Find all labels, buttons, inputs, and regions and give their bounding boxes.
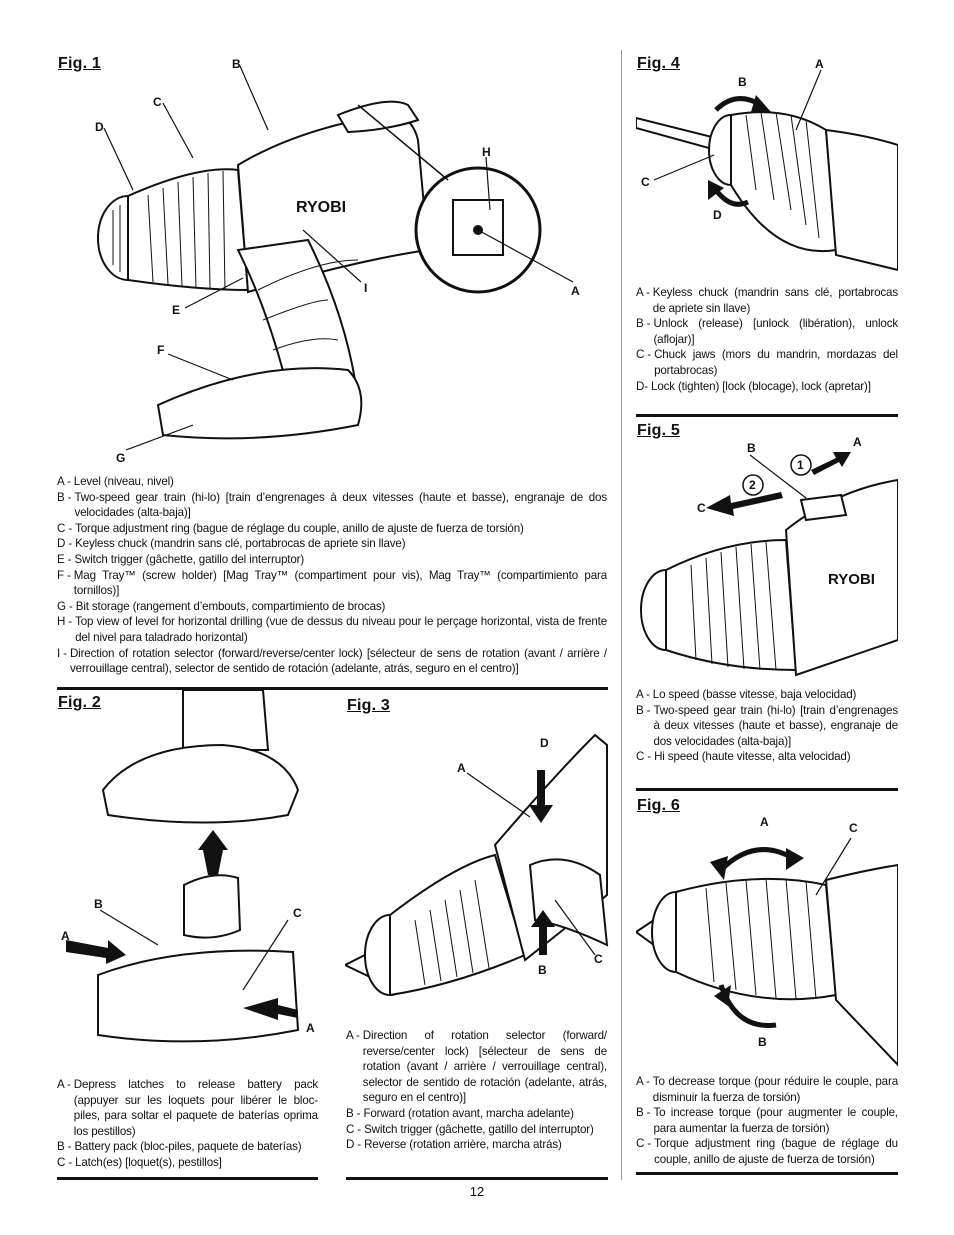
legend-item: E - Switch trigger (gâchette, gatillo de… xyxy=(57,552,305,566)
fig2-title: Fig. 2 xyxy=(58,694,101,711)
fig4-chuck-illustration xyxy=(636,69,898,272)
fig5-callout-a: A xyxy=(853,435,862,449)
fig1-callout-d: D xyxy=(95,120,104,134)
fig1-callout-i: I xyxy=(364,281,368,295)
fig5-callout-b: B xyxy=(747,441,756,455)
legend-item: A - Keyless chuck (mandrin sans clé, por… xyxy=(636,286,898,315)
fig5-legend: A - Lo speed (basse vitesse, baja veloci… xyxy=(636,687,898,765)
fig2-legend: A - Depress latches to release battery p… xyxy=(57,1077,318,1171)
legend-item: D - Keyless chuck (mandrin sans clé, por… xyxy=(57,537,406,551)
fig3-callout-b: B xyxy=(538,963,547,977)
fig5-divider xyxy=(636,788,898,791)
fig5-drill-illustration: RYOBI xyxy=(640,452,898,677)
fig2-divider xyxy=(57,1177,318,1180)
fig5-title: Fig. 5 xyxy=(637,422,680,439)
legend-item: C - Hi speed (haute vitesse, alta veloci… xyxy=(636,750,851,764)
legend-item: G - Bit storage (rangement d’embouts, co… xyxy=(57,599,386,613)
legend-item: A - Lo speed (basse vitesse, baja veloci… xyxy=(636,688,857,701)
fig4-legend: A - Keyless chuck (mandrin sans clé, por… xyxy=(636,285,898,394)
fig2-callout-a-right: A xyxy=(306,1021,315,1035)
fig4-callout-b: B xyxy=(738,75,747,89)
legend-item: A - Level (niveau, nivel) xyxy=(57,475,174,488)
fig1-divider xyxy=(57,687,608,690)
fig3-divider xyxy=(346,1177,608,1180)
legend-item: B - Battery pack (bloc-piles, paquete de… xyxy=(57,1140,302,1154)
fig1-drill-illustration: RYOBI xyxy=(96,65,574,451)
fig5-brand-logo: RYOBI xyxy=(828,571,875,588)
fig3-drill-illustration xyxy=(345,733,609,997)
fig1-brand-logo: RYOBI xyxy=(296,199,346,216)
legend-item: C - Latch(es) [loquet(s), pestillos] xyxy=(57,1155,222,1169)
fig6-callout-c: C xyxy=(849,821,858,835)
legend-item: F - Mag Tray™ (screw holder) [Mag Tray™ … xyxy=(57,568,607,598)
fig1-title: Fig. 1 xyxy=(58,55,101,72)
legend-item: C - Torque adjustment ring (bague de rég… xyxy=(636,1137,898,1166)
fig1-callout-h: H xyxy=(482,145,491,159)
fig3-callout-c: C xyxy=(594,952,603,966)
legend-item: A - To decrease torque (pour réduire le … xyxy=(636,1075,898,1104)
legend-item: H - Top view of level for horizontal dri… xyxy=(57,615,607,644)
fig5-step-1: 1 xyxy=(797,458,804,472)
fig2-callout-b: B xyxy=(94,897,103,911)
fig2-callout-c: C xyxy=(293,906,302,920)
fig6-legend: A - To decrease torque (pour réduire le … xyxy=(636,1074,898,1168)
fig1-callout-c: C xyxy=(153,95,162,109)
fig1-callout-e: E xyxy=(172,303,181,317)
legend-item: A - Direction of rotation selector (forw… xyxy=(346,1029,607,1105)
fig6-divider xyxy=(636,1172,898,1175)
legend-item: D - Reverse (rotation arrière, marcha at… xyxy=(346,1138,562,1152)
fig4-divider xyxy=(636,414,898,417)
fig5-step-2: 2 xyxy=(749,478,756,492)
legend-item: I - Direction of rotation selector (forw… xyxy=(57,646,607,676)
fig1-legend: A - Level (niveau, nivel) B - Two-speed … xyxy=(57,474,607,677)
column-rule xyxy=(621,50,622,1180)
fig3-callout-d: D xyxy=(540,736,549,750)
legend-item: B - Unlock (release) [unlock (libération… xyxy=(636,317,898,346)
fig1-callout-b: B xyxy=(232,57,241,71)
legend-item: B - Two-speed gear train (hi-lo) [train … xyxy=(57,490,607,520)
fig3-legend: A - Direction of rotation selector (forw… xyxy=(346,1028,607,1153)
fig6-callout-b: B xyxy=(758,1035,767,1049)
fig2-battery-illustration xyxy=(66,690,300,1043)
legend-item: B - Forward (rotation avant, marcha adel… xyxy=(346,1106,574,1120)
legend-item: B - To increase torque (pour augmenter l… xyxy=(636,1106,898,1135)
legend-item: C - Torque adjustment ring (bague de rég… xyxy=(57,521,524,535)
page-number: 12 xyxy=(469,1184,485,1199)
fig4-callout-a: A xyxy=(815,57,824,71)
fig4-title: Fig. 4 xyxy=(637,55,680,72)
fig6-title: Fig. 6 xyxy=(637,797,680,814)
fig4-callout-c: C xyxy=(641,175,650,189)
fig4-callout-d: D xyxy=(713,208,722,222)
fig3-callout-a: A xyxy=(457,761,466,775)
legend-item: B - Two-speed gear train (hi-lo) [train … xyxy=(636,703,898,748)
legend-item: D- Lock (tighten) [lock (blocage), lock … xyxy=(636,379,871,393)
fig1-callout-g: G xyxy=(116,451,126,465)
fig3-title: Fig. 3 xyxy=(347,697,390,714)
legend-item: C - Switch trigger (gâchette, gatillo de… xyxy=(346,1122,594,1136)
fig6-callout-a: A xyxy=(760,815,769,829)
fig1-callout-a: A xyxy=(571,284,580,298)
fig6-chuck-illustration xyxy=(636,837,898,1067)
fig1-callout-f: F xyxy=(157,343,165,357)
fig2-callout-a-left: A xyxy=(61,929,70,943)
legend-item: C - Chuck jaws (mors du mandrin, mordaza… xyxy=(636,348,898,377)
legend-item: A - Depress latches to release battery p… xyxy=(57,1078,318,1138)
fig5-callout-c: C xyxy=(697,501,706,515)
